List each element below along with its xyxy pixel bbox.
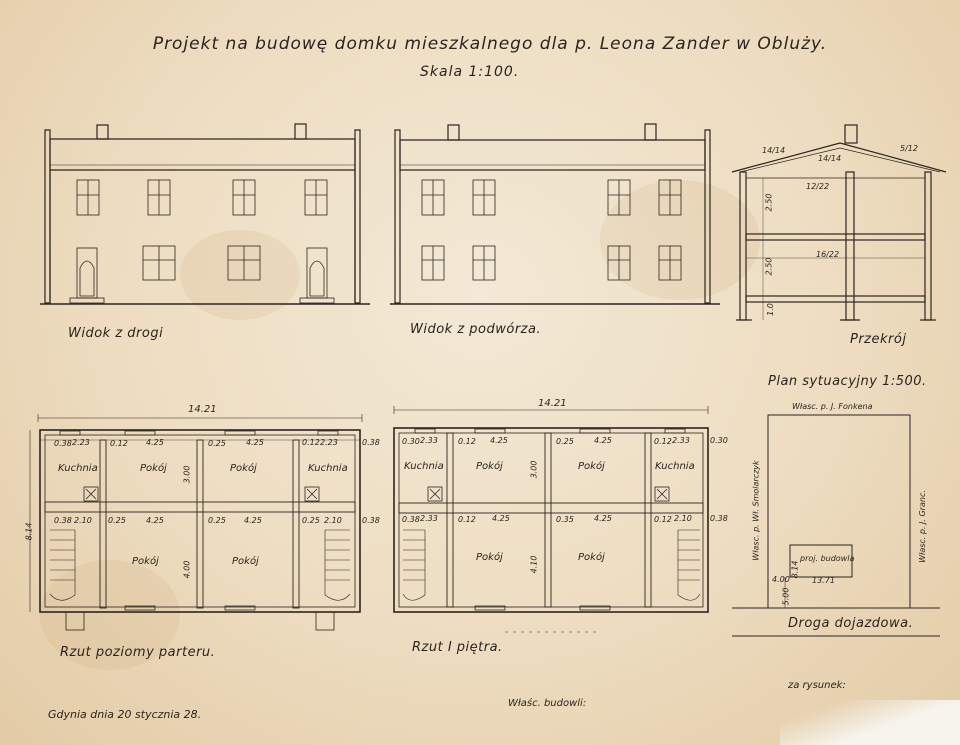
section-dim-lower: 2.50 [764, 257, 774, 276]
dim-label: 0.30 [402, 437, 420, 446]
dim-label: 2.10 [674, 514, 692, 523]
drawing-scale: Skala 1:100. [420, 64, 520, 80]
site-building-width: 13.71 [812, 576, 835, 585]
site-owner-north: Własc. p. J. Fonkena [792, 402, 873, 411]
dim-label: 0.12 [654, 515, 672, 524]
section-dim-a: 14/14 [762, 146, 786, 155]
drawing-date: Gdynia dnia 20 stycznia 28. [48, 708, 202, 721]
site-setback: 5.00 [781, 587, 791, 606]
room-label-room: Pokój [476, 552, 503, 563]
section-dim-e: 14/14 [818, 154, 842, 163]
dim-label: 4.00 [182, 560, 192, 579]
caption-ground-plan: Rzut poziomy parteru. [60, 645, 216, 660]
drawn-by-label: za rysunek: [788, 680, 846, 691]
site-road: Droga dojazdowa. [788, 616, 914, 631]
dim-label: 2.33 [420, 514, 438, 523]
street-elevation [40, 123, 370, 305]
dim-label: 0.12 [302, 438, 320, 447]
paper-stain [40, 560, 180, 670]
section-dim-base: 1.0 [765, 303, 775, 316]
site-owner-east: Własc. p. J. Granc. [917, 490, 927, 563]
dim-label: 4.25 [146, 438, 164, 447]
yard-elevation [390, 123, 720, 305]
dim-label: 0.35 [556, 515, 574, 524]
owner-signature-label: Właśc. budowli: [508, 698, 587, 709]
section-dim-b: 12/22 [806, 182, 830, 191]
room-label-room: Pokój [578, 461, 605, 472]
section-dim-upper: 2.50 [764, 193, 774, 212]
dim-label: 0.38 [362, 516, 380, 525]
room-label-room: Pokój [230, 463, 257, 474]
caption-yard-view: Widok z podwórza. [410, 322, 542, 337]
dim-label: 3.00 [529, 460, 539, 479]
dim-label: 4.10 [529, 555, 539, 574]
dim-label: 2.23 [72, 438, 90, 447]
caption-first-plan: Rzut I piętra. [412, 640, 503, 655]
dim-label: 0.38 [710, 514, 728, 523]
dim-label: 2.10 [324, 516, 342, 525]
ground-width-total: 14.21 [188, 404, 217, 415]
torn-corner [780, 700, 960, 745]
dim-label: 4.25 [146, 516, 164, 525]
section-dim-c: 16/22 [816, 250, 840, 259]
cross-section [731, 124, 947, 321]
dim-label: 2.33 [420, 436, 438, 445]
site-owner-west: Własc. p. Wł. Smolarczyk [751, 460, 761, 561]
ground-floor-plan [29, 414, 363, 631]
dim-label: 0.25 [208, 516, 226, 525]
section-dim-d: 5/12 [900, 144, 918, 153]
room-label-room: Pokój [132, 556, 159, 567]
dim-label: 0.12 [110, 439, 128, 448]
dim-label: 0.38 [362, 438, 380, 447]
site-distance: 4.00 [772, 575, 790, 584]
dim-label: 0.25 [208, 439, 226, 448]
dim-label: 4.25 [594, 436, 612, 445]
ground-depth-total: 8.14 [24, 522, 34, 541]
room-label-room: Pokój [232, 556, 259, 567]
dim-label: 4.25 [594, 514, 612, 523]
dim-label: 2.10 [74, 516, 92, 525]
site-building-label: proj. budowla [800, 554, 855, 563]
caption-street-view: Widok z drogi [68, 326, 164, 341]
dim-label: 0.12 [458, 515, 476, 524]
room-label-room: Pokój [476, 461, 503, 472]
drawing-title: Projekt na budowę domku mieszkalnego dla… [152, 34, 828, 54]
dim-label: 4.25 [244, 516, 262, 525]
dim-label: 4.25 [490, 436, 508, 445]
dim-label: 0.12 [458, 437, 476, 446]
first-width-total: 14.21 [538, 398, 567, 409]
first-floor-plan [393, 406, 709, 633]
dim-label: 0.38 [402, 515, 420, 524]
dim-label: 3.00 [182, 465, 192, 484]
dim-label: 4.25 [246, 438, 264, 447]
room-label-kitchen: Kuchnia [308, 463, 348, 474]
paper-stain [180, 230, 300, 320]
room-label-kitchen: Kuchnia [655, 461, 695, 472]
dim-label: 4.25 [492, 514, 510, 523]
dim-label: 0.30 [710, 436, 728, 445]
dim-label: 0.12 [654, 437, 672, 446]
room-label-kitchen: Kuchnia [404, 461, 444, 472]
site-plan-title: Plan sytuacyjny 1:500. [768, 374, 927, 389]
dim-label: 2.33 [672, 436, 690, 445]
room-label-room: Pokój [578, 552, 605, 563]
dim-label: 0.38 [54, 516, 72, 525]
room-label-room: Pokój [140, 463, 167, 474]
dim-label: 0.25 [556, 437, 574, 446]
dim-label: 0.25 [108, 516, 126, 525]
dim-label: 0.25 [302, 516, 320, 525]
caption-section: Przekrój [850, 332, 907, 347]
dim-label: 0.38 [54, 439, 72, 448]
site-building-depth: 8.14 [790, 560, 800, 579]
room-label-kitchen: Kuchnia [58, 463, 98, 474]
site-plan [732, 414, 940, 637]
dim-label: 2.23 [320, 438, 338, 447]
